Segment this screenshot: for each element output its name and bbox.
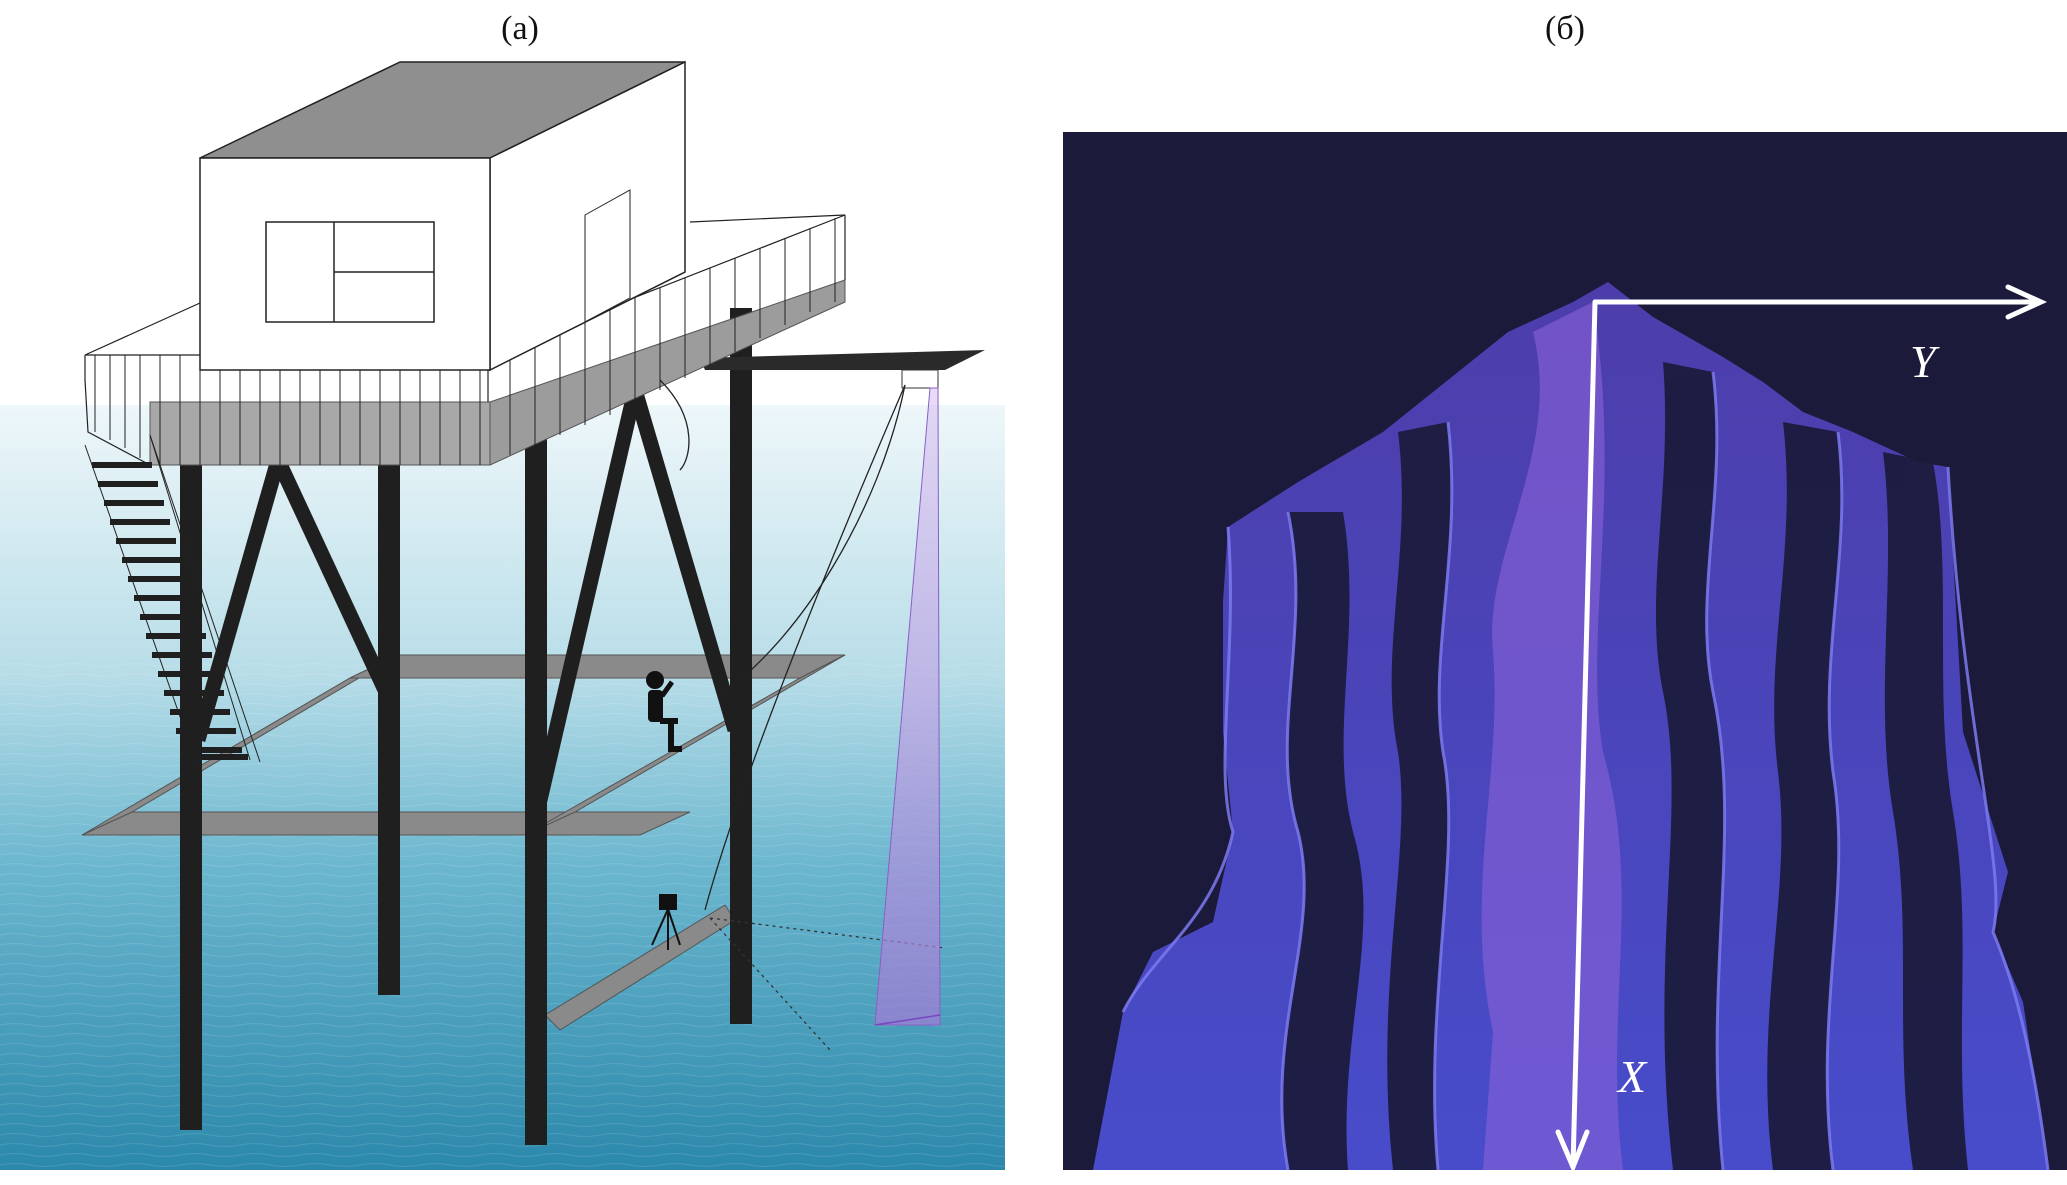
panel-b-label: (б) — [1545, 10, 1585, 47]
cantilever-arm — [700, 350, 985, 370]
axis-x-label: X — [1618, 1051, 1647, 1102]
operator-figure — [646, 671, 682, 752]
cables — [659, 379, 906, 911]
dark-streaks — [1281, 362, 1968, 1170]
house — [199, 60, 686, 372]
laser-sheet — [874, 387, 941, 1026]
platform-illustration — [0, 60, 1005, 1170]
axis-y-label: Y — [1910, 336, 1936, 387]
laser-beam-arrow — [874, 1014, 941, 1026]
film-boundaries — [1121, 371, 2050, 1170]
axis-arrows — [1555, 284, 2048, 1170]
panel-a-label: (а) — [501, 10, 539, 47]
house-door — [584, 189, 631, 323]
sea-waves — [0, 660, 1005, 1170]
railing-posts — [94, 218, 836, 465]
x-axis-arrow — [1570, 299, 1598, 1170]
platform-legs — [180, 308, 752, 1145]
sensor-box — [901, 369, 939, 389]
camera-tripod — [651, 894, 681, 950]
film-photograph — [1063, 132, 2067, 1170]
house-front — [199, 157, 491, 371]
stair-steps — [92, 462, 248, 760]
